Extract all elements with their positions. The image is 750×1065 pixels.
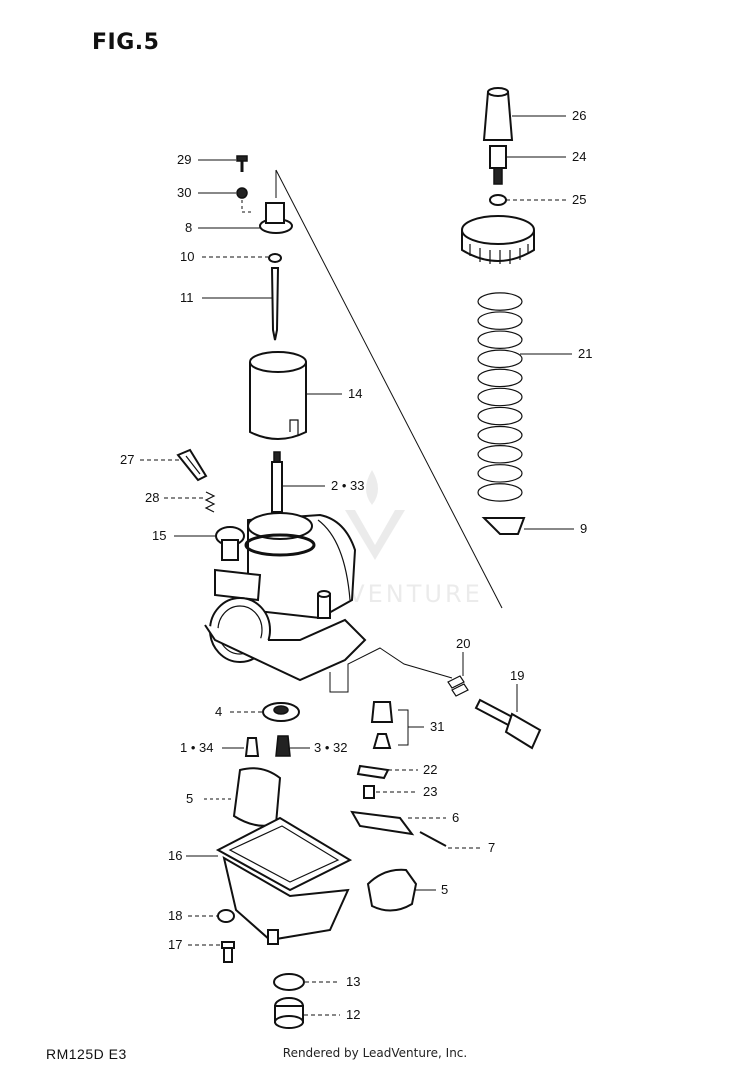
callout-9: 9: [580, 521, 587, 536]
callout-7: 7: [488, 840, 495, 855]
part-5-float-right: [366, 868, 418, 912]
part-4-seal: [262, 702, 300, 722]
callout-30: 30: [177, 185, 191, 200]
callout-6: 6: [452, 810, 459, 825]
callout-3-32: 3 • 32: [314, 740, 347, 755]
callout-29: 29: [177, 152, 191, 167]
part-26-adjuster-cap: [482, 87, 514, 141]
callout-5-bottom: 5: [441, 882, 448, 897]
part-20-spring: [447, 675, 469, 697]
figure-title: FIG.5: [92, 30, 160, 55]
part-24-cable-adjuster: [489, 145, 507, 185]
part-12-plug: [274, 997, 304, 1029]
callout-5-top: 5: [186, 791, 193, 806]
part-2-needle-jet: [271, 451, 283, 513]
part-top-cap: [461, 215, 535, 264]
callout-26: 26: [572, 108, 586, 123]
part-3-pilot-jet: [275, 735, 291, 757]
callout-24: 24: [572, 149, 586, 164]
part-21-throttle-valve-spring: [477, 292, 523, 502]
callout-group: 29 30 8 10 11 14 27 2 • 33 28 15 26 24 2…: [120, 108, 592, 1022]
callout-16: 16: [168, 848, 182, 863]
callout-12: 12: [346, 1007, 360, 1022]
part-17-drain-screw: [221, 941, 235, 963]
part-9-retainer: [481, 517, 526, 535]
callout-25: 25: [572, 192, 586, 207]
leader-30-8: [241, 200, 254, 213]
callout-31: 31: [430, 719, 444, 734]
part-29-screw: [236, 155, 248, 172]
part-14-throttle-valve: [249, 351, 307, 440]
callout-23: 23: [423, 784, 437, 799]
part-30-washer: [236, 187, 248, 199]
part-10-clip: [268, 253, 282, 263]
part-8-cable-plate: [259, 202, 293, 234]
part-5-float-left: [232, 767, 282, 827]
callout-19: 19: [510, 668, 524, 683]
part-15-choke-plunger-cap: [215, 526, 245, 561]
part-6-float: [350, 810, 415, 836]
callout-20: 20: [456, 636, 470, 651]
bracket-31: [398, 709, 409, 746]
part-22-float-arm: [356, 764, 390, 780]
assembly-line-diagonal: [275, 169, 503, 609]
part-1-main-jet: [244, 737, 260, 757]
callout-28: 28: [145, 490, 159, 505]
part-19-throttle-stop-screw: [474, 698, 542, 750]
float-chamber: [222, 855, 350, 945]
part-16-float-bowl-gasket: [215, 816, 353, 892]
callout-11: 11: [180, 290, 194, 305]
callout-17: 17: [168, 937, 182, 952]
callout-14: 14: [348, 386, 362, 401]
carburetor-body: [204, 512, 367, 682]
footer-credit: Rendered by LeadVenture, Inc.: [282, 1046, 468, 1060]
callout-27: 27: [120, 452, 134, 467]
callout-21: 21: [578, 346, 592, 361]
part-23-screw: [363, 785, 375, 799]
callout-18: 18: [168, 908, 182, 923]
part-13-o-ring: [273, 973, 305, 991]
part-31-needle-valve: [370, 701, 394, 749]
callout-13: 13: [346, 974, 360, 989]
callout-15: 15: [152, 528, 166, 543]
callout-1-34: 1 • 34: [180, 740, 213, 755]
part-18-o-ring: [217, 909, 235, 923]
model-code: RM125D E3: [46, 1046, 127, 1062]
callout-10: 10: [180, 249, 194, 264]
part-11-jet-needle: [270, 267, 280, 341]
part-28-spring: [204, 491, 216, 513]
callout-4: 4: [215, 704, 222, 719]
leader-body-20: [329, 647, 453, 693]
callout-2-33: 2 • 33: [331, 478, 364, 493]
part-27-air-screw: [176, 448, 208, 482]
callout-8: 8: [185, 220, 192, 235]
part-25-lock-nut: [489, 194, 507, 206]
callout-22: 22: [423, 762, 437, 777]
part-7-float-pin: [419, 831, 447, 847]
